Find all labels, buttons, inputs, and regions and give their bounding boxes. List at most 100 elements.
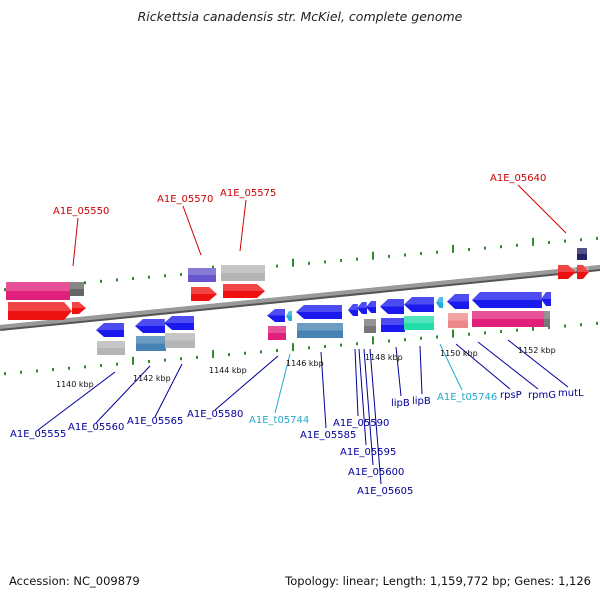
lower-scale-tick: [276, 349, 278, 353]
gene-label-rpsP: rpsP: [500, 390, 522, 401]
pseudogene-block[interactable]: [221, 265, 265, 281]
lower-scale-tick: [196, 355, 198, 359]
gene-arrow-right[interactable]: [8, 302, 72, 320]
gene-label-A1E_05560: A1E_05560: [68, 422, 124, 433]
trna-arrow[interactable]: [286, 311, 292, 321]
lower-scale-tick: [36, 369, 38, 373]
lower-scale-tick: [468, 332, 470, 336]
pseudogene-block[interactable]: [97, 341, 125, 355]
gene-block[interactable]: [544, 311, 550, 327]
gene-arrow-left[interactable]: [296, 305, 342, 319]
gene-block[interactable]: [188, 268, 216, 282]
gene-arrow-right[interactable]: [72, 302, 86, 314]
upper-scale-tick: [292, 258, 294, 267]
lower-scale-tick: [52, 368, 54, 372]
gene-label-A1E_05640: A1E_05640: [490, 173, 546, 184]
gene-block[interactable]: [268, 326, 286, 340]
gene-arrow-left[interactable]: [348, 304, 358, 316]
gene-arrow-left[interactable]: [135, 319, 165, 333]
tick-layer: [4, 236, 598, 376]
lower-scale-tick: [404, 338, 406, 342]
upper-scale-tick: [116, 278, 118, 282]
label-leader-line: [363, 348, 374, 466]
gene-block[interactable]: [404, 316, 434, 330]
gene-arrow-right[interactable]: [223, 284, 265, 298]
lower-scale-tick: [484, 331, 486, 335]
label-leader-line: [154, 363, 183, 418]
gene-arrow-left[interactable]: [447, 294, 469, 309]
upper-scale-tick: [596, 236, 598, 240]
label-leader-line: [395, 346, 402, 397]
feature-layer: [6, 248, 589, 355]
gene-arrow-right[interactable]: [577, 265, 589, 279]
gene-block[interactable]: [472, 311, 544, 327]
upper-scale-tick: [388, 254, 390, 258]
gene-block[interactable]: [136, 336, 166, 351]
label-leader-line: [455, 343, 511, 390]
gene-arrow-right[interactable]: [558, 265, 576, 279]
accession-label: Accession: NC_009879: [9, 574, 140, 588]
lower-scale-tick: [324, 344, 326, 348]
page-title: Rickettsia canadensis str. McKiel, compl…: [137, 9, 463, 24]
gene-label-A1E_05570: A1E_05570: [157, 194, 213, 205]
upper-scale-tick: [452, 244, 454, 253]
gene-arrow-left[interactable]: [267, 309, 285, 322]
lower-scale-tick: [180, 357, 182, 361]
upper-scale-tick: [308, 261, 310, 265]
gene-arrow-left[interactable]: [96, 323, 124, 337]
gene-label-A1E_05600: A1E_05600: [348, 467, 404, 478]
gene-label-A1E_05590: A1E_05590: [333, 418, 389, 429]
gene-block[interactable]: [577, 248, 587, 260]
lower-scale-tick: [356, 342, 358, 346]
upper-scale-tick: [548, 241, 550, 245]
lower-scale-tick: [68, 366, 70, 370]
label-leader-line: [72, 217, 79, 267]
gene-block[interactable]: [6, 282, 70, 300]
gene-block[interactable]: [70, 282, 84, 296]
gene-arrow-left[interactable]: [404, 297, 434, 312]
lower-scale-tick: [132, 356, 134, 365]
label-leader-line: [320, 351, 327, 429]
lower-scale-tick: [436, 335, 438, 339]
scale-label: 1144 kbp: [209, 366, 247, 375]
gene-arrow-left[interactable]: [164, 316, 194, 330]
upper-scale-tick: [4, 288, 6, 292]
gene-block[interactable]: [364, 319, 376, 333]
upper-scale-tick: [148, 275, 150, 279]
gene-label-lipB_2: lipB: [412, 396, 431, 407]
lower-scale-tick: [244, 351, 246, 355]
label-leader-line: [369, 348, 382, 485]
gene-arrow-left[interactable]: [541, 292, 551, 306]
label-leader-line: [182, 205, 202, 256]
label-leader-line: [507, 339, 569, 388]
gene-block[interactable]: [448, 313, 468, 328]
gene-block[interactable]: [381, 318, 405, 332]
gene-arrow-left[interactable]: [380, 299, 404, 314]
upper-scale-tick: [516, 243, 518, 247]
lower-scale-tick: [372, 336, 374, 345]
gene-label-A1E_05565: A1E_05565: [127, 416, 183, 427]
lower-scale-tick: [500, 330, 502, 333]
gene-block[interactable]: [297, 323, 343, 338]
upper-scale-tick: [372, 251, 374, 260]
gene-arrow-left[interactable]: [357, 302, 367, 314]
gene-arrow-left[interactable]: [472, 292, 542, 308]
label-leader-line: [37, 371, 116, 431]
pseudogene-block[interactable]: [165, 333, 195, 348]
upper-scale-tick: [180, 272, 182, 276]
gene-arrow-left[interactable]: [366, 301, 376, 313]
scale-label: 1148 kbp: [365, 353, 403, 362]
upper-scale-tick: [532, 237, 534, 246]
lower-scale-tick: [420, 336, 422, 340]
genome-backbone: [0, 265, 600, 329]
lower-scale-tick: [100, 364, 102, 367]
lower-scale-tick: [116, 362, 118, 366]
trna-arrow[interactable]: [436, 297, 443, 308]
label-leader-line: [274, 353, 291, 414]
upper-scale-tick: [100, 279, 102, 283]
gene-arrow-right[interactable]: [191, 287, 217, 301]
upper-scale-tick: [356, 257, 358, 261]
scale-label: 1152 kbp: [518, 346, 556, 355]
scale-label: 1140 kbp: [56, 380, 94, 389]
